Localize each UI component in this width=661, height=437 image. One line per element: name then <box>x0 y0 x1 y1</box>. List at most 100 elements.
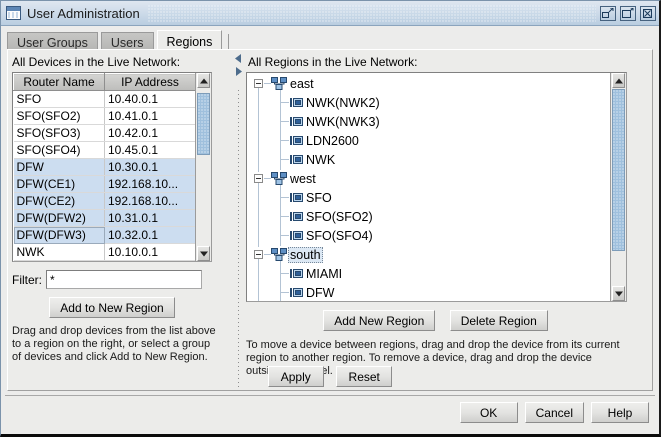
cell-ip-address: 10.10.0.1 <box>104 243 196 261</box>
cell-router-name: SFO <box>13 90 105 108</box>
network-icon <box>271 171 288 186</box>
regions-pane: All Regions in the Live Network: <box>244 50 652 390</box>
apply-reset-row: Apply Reset <box>8 366 652 387</box>
collapse-right-icon[interactable] <box>235 67 242 76</box>
tree-node-region[interactable]: east <box>247 74 609 93</box>
tree-line <box>258 259 259 301</box>
tab-regions[interactable]: Regions <box>156 30 223 52</box>
tree-line <box>258 88 259 172</box>
split-pane-divider[interactable] <box>234 50 243 390</box>
devices-table-scrollbar[interactable] <box>195 73 211 261</box>
cell-router-name: DFW(DFW2) <box>13 209 105 227</box>
tree-node-label: NWK <box>306 152 336 167</box>
table-row[interactable]: NWK(NWK2) 10.11.0.1 <box>13 260 196 261</box>
cell-router-name: DFW(CE2) <box>13 192 105 210</box>
table-row[interactable]: DFW(CE1) 192.168.10... <box>13 175 196 193</box>
title-bar: User Administration <box>1 1 659 26</box>
device-icon <box>290 154 304 166</box>
table-row[interactable]: SFO(SFO3) 10.42.0.1 <box>13 124 196 142</box>
collapse-toggle-icon[interactable] <box>254 250 263 259</box>
scroll-up-icon[interactable] <box>197 73 210 88</box>
table-row[interactable]: DFW 10.30.0.1 <box>13 158 196 176</box>
column-header-ip-address[interactable]: IP Address <box>104 73 196 91</box>
tree-node-device[interactable]: SFO(SFO2) <box>247 207 609 226</box>
tree-node-label: west <box>290 171 316 186</box>
tree-node-device[interactable]: NWK(NWK2) <box>247 93 609 112</box>
tree-node-device[interactable]: DFW <box>247 283 609 301</box>
collapse-left-icon[interactable] <box>235 54 242 63</box>
tree-node-label: east <box>290 76 314 91</box>
close-button[interactable] <box>640 5 656 21</box>
scroll-track[interactable] <box>197 89 210 245</box>
cell-ip-address: 10.40.0.1 <box>104 90 196 108</box>
restore-button[interactable] <box>600 5 616 21</box>
column-header-router-name[interactable]: Router Name <box>13 73 105 91</box>
scroll-track[interactable] <box>612 89 625 285</box>
ok-button[interactable]: OK <box>459 402 518 423</box>
cell-router-name: NWK <box>13 243 105 261</box>
apply-button[interactable]: Apply <box>267 366 324 387</box>
regions-tree-container: east NWK(NWK2) <box>246 72 627 302</box>
cancel-button[interactable]: Cancel <box>524 402 584 423</box>
divider-grip <box>238 90 239 388</box>
scroll-thumb[interactable] <box>197 93 210 155</box>
regions-tree: east NWK(NWK2) <box>247 74 609 301</box>
tree-node-device[interactable]: LDN2600 <box>247 131 609 150</box>
tab-strip-end <box>228 34 231 52</box>
device-icon <box>290 192 304 204</box>
footer-buttons: OK Cancel Help <box>459 402 649 423</box>
delete-region-button[interactable]: Delete Region <box>449 310 548 331</box>
add-to-new-region-button[interactable]: Add to New Region <box>49 297 175 318</box>
maximize-button[interactable] <box>620 5 636 21</box>
help-button[interactable]: Help <box>591 402 649 423</box>
filter-input[interactable] <box>46 270 202 289</box>
network-icon <box>271 76 288 91</box>
reset-button[interactable]: Reset <box>336 366 393 387</box>
table-row[interactable]: SFO 10.40.0.1 <box>13 90 196 108</box>
tree-line <box>258 183 259 247</box>
collapse-toggle-icon[interactable] <box>254 174 263 183</box>
cell-ip-address: 10.32.0.1 <box>104 226 196 244</box>
device-icon <box>290 287 304 299</box>
tree-node-device[interactable]: SFO(SFO4) <box>247 226 609 245</box>
scroll-thumb[interactable] <box>612 89 625 251</box>
regions-label: All Regions in the Live Network: <box>248 55 418 69</box>
table-row[interactable]: SFO(SFO4) 10.45.0.1 <box>13 141 196 159</box>
regions-tree-scrollbar[interactable] <box>610 73 626 301</box>
devices-table-container: Router Name IP Address SFO 10.40.0.1 SFO… <box>12 72 212 262</box>
window-buttons <box>600 5 656 21</box>
add-new-region-button[interactable]: Add New Region <box>323 310 436 331</box>
table-row[interactable]: DFW(DFW2) 10.31.0.1 <box>13 209 196 227</box>
tree-node-region[interactable]: west <box>247 169 609 188</box>
table-header-row: Router Name IP Address <box>13 73 196 91</box>
tab-users[interactable]: Users <box>100 32 154 52</box>
devices-table: Router Name IP Address SFO 10.40.0.1 SFO… <box>13 73 196 261</box>
device-icon <box>290 97 304 109</box>
collapse-toggle-icon[interactable] <box>254 79 263 88</box>
device-icon <box>290 116 304 128</box>
device-icon <box>290 230 304 242</box>
cell-router-name: DFW <box>13 158 105 176</box>
scroll-down-icon[interactable] <box>197 246 210 261</box>
tree-line <box>280 88 281 170</box>
cell-router-name: SFO(SFO3) <box>13 124 105 142</box>
cell-router-name: DFW(DFW3) <box>13 226 105 244</box>
tree-node-device[interactable]: NWK(NWK3) <box>247 112 609 131</box>
tree-node-device[interactable]: SFO <box>247 188 609 207</box>
title-bar-filler <box>147 4 596 22</box>
table-row[interactable]: SFO(SFO2) 10.41.0.1 <box>13 107 196 125</box>
cell-ip-address: 10.30.0.1 <box>104 158 196 176</box>
table-row[interactable]: DFW(DFW3) 10.32.0.1 <box>13 226 196 244</box>
cell-router-name: SFO(SFO4) <box>13 141 105 159</box>
scroll-down-icon[interactable] <box>612 286 625 301</box>
tree-node-device[interactable]: MIAMI <box>247 264 609 283</box>
table-row[interactable]: NWK 10.10.0.1 <box>13 243 196 261</box>
tree-node-label: MIAMI <box>306 266 343 281</box>
tab-user-groups[interactable]: User Groups <box>7 32 98 52</box>
tree-node-region[interactable]: south <box>247 245 609 264</box>
tree-node-label: NWK(NWK2) <box>306 95 380 110</box>
tree-node-device[interactable]: NWK <box>247 150 609 169</box>
tree-node-label: LDN2600 <box>306 133 359 148</box>
table-row[interactable]: DFW(CE2) 192.168.10... <box>13 192 196 210</box>
scroll-up-icon[interactable] <box>612 73 625 88</box>
